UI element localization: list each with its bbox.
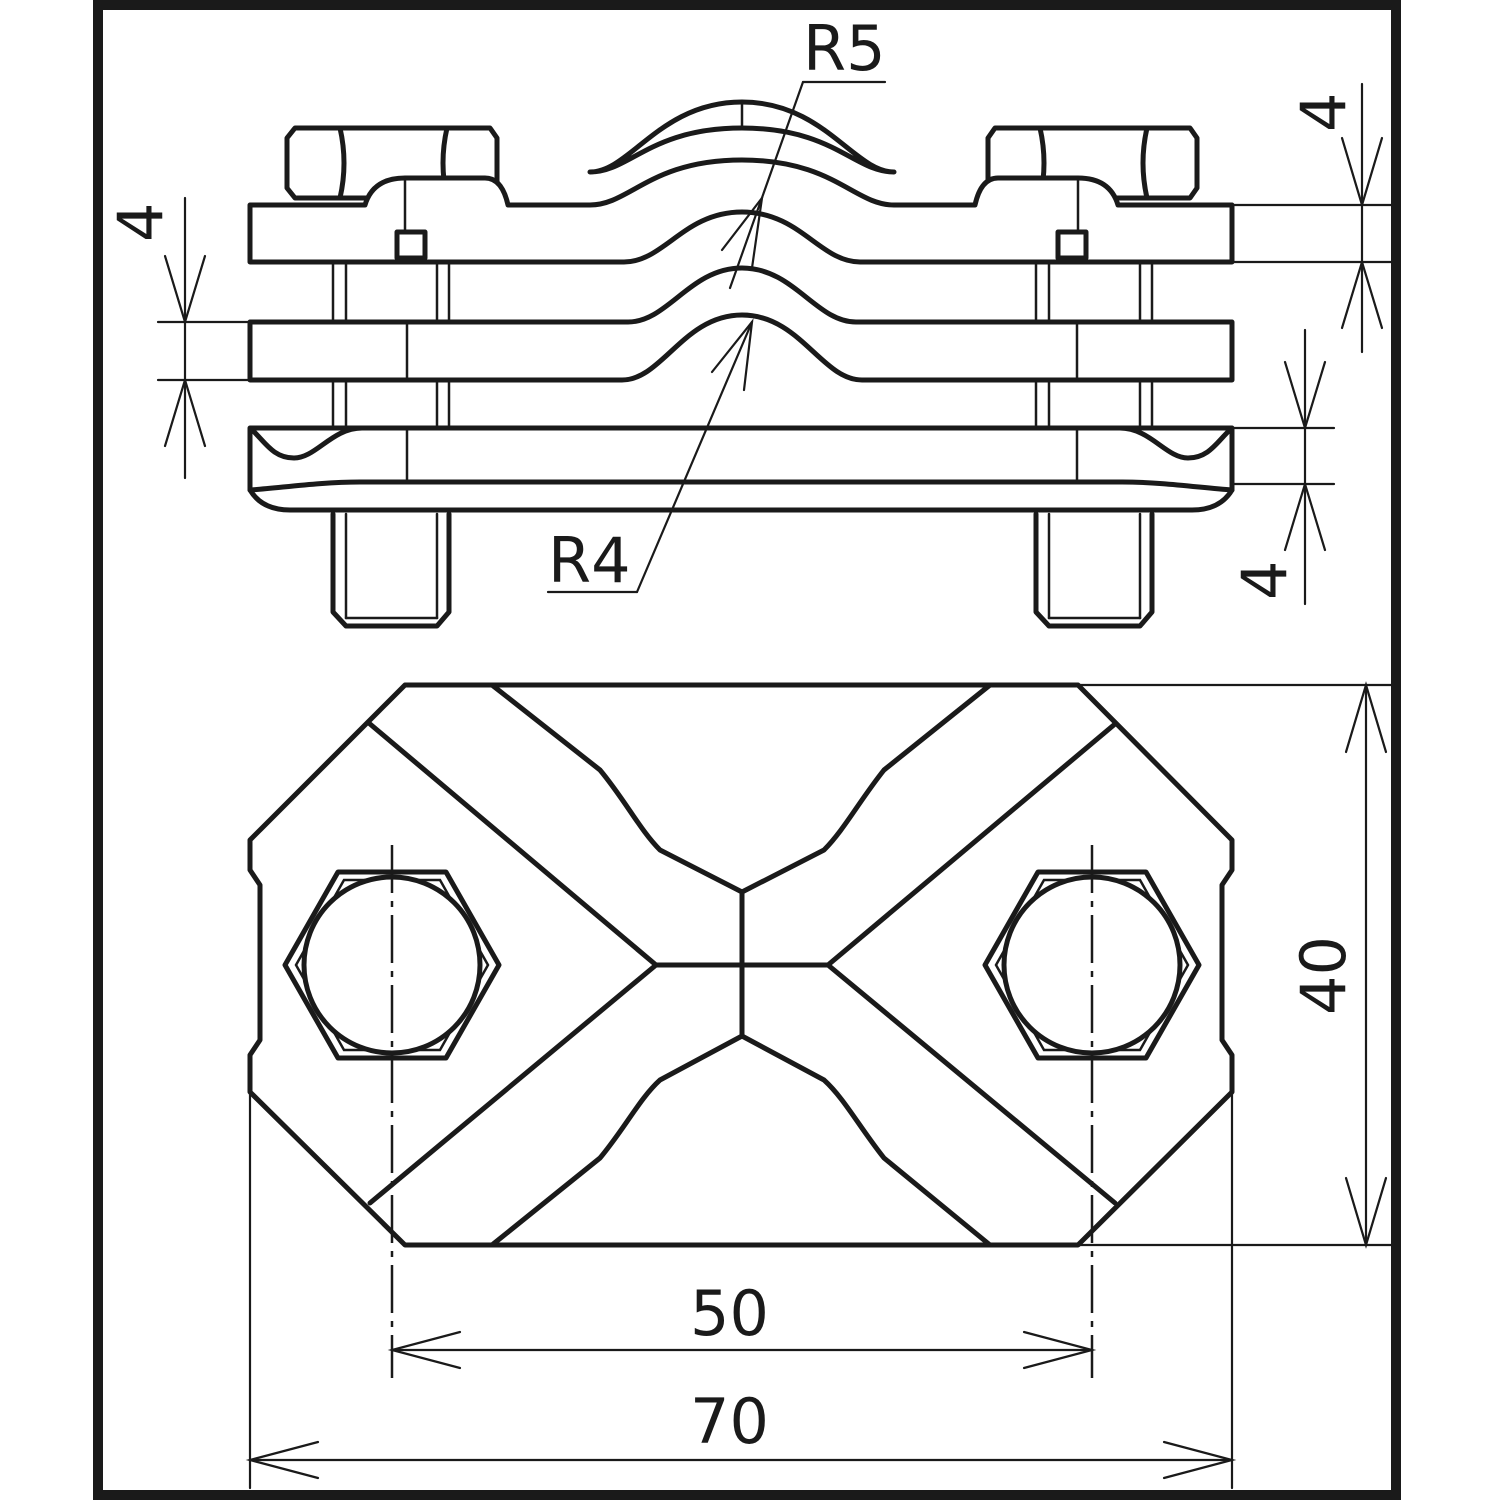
r5-leader: R5 xyxy=(720,12,887,290)
r4-label: R4 xyxy=(548,524,631,597)
right-nut xyxy=(982,869,1202,1061)
right-pin xyxy=(1055,229,1089,261)
dim-bolt-spacing: 50 xyxy=(387,1277,1097,1370)
width-label: 70 xyxy=(690,1385,769,1458)
side-view: R5 R4 4 4 xyxy=(104,12,1394,629)
right-bolt-shank xyxy=(1033,260,1155,629)
r4-leader: R4 xyxy=(546,318,754,597)
x-grooves xyxy=(367,682,1118,1248)
dim-thickness-bottom-right: 4 xyxy=(1228,328,1336,606)
thickness-bottom-right-label: 4 xyxy=(1228,561,1301,600)
middle-clamp-plate xyxy=(247,265,1235,383)
left-bolt-shank xyxy=(330,260,452,629)
top-view: 40 50 70 xyxy=(245,681,1398,1490)
dim-height: 40 xyxy=(1076,681,1398,1249)
thickness-top-right-label: 4 xyxy=(1287,93,1360,132)
dim-width: 70 xyxy=(245,1090,1237,1490)
r5-label: R5 xyxy=(803,12,886,85)
left-pin xyxy=(394,229,428,261)
thickness-left-label: 4 xyxy=(104,203,177,242)
dim-thickness-top-right: 4 xyxy=(1230,82,1394,354)
height-label: 40 xyxy=(1287,936,1360,1015)
bottom-clamp-plate xyxy=(247,425,1235,513)
bolt-spacing-label: 50 xyxy=(690,1277,769,1350)
dim-thickness-left: 4 xyxy=(104,196,252,480)
